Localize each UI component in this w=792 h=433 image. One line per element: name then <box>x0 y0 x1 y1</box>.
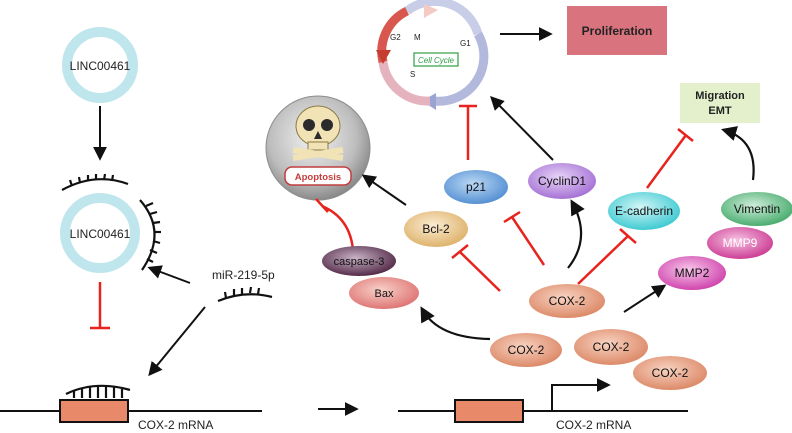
arrow-cox2-to-cyclind1 <box>567 199 585 269</box>
node-cox2-mid: COX-2 <box>574 329 648 365</box>
cox2-right-label: COX-2 <box>652 366 689 380</box>
node-cox2-center: COX-2 <box>529 284 605 318</box>
node-mmp9: MMP9 <box>707 227 773 259</box>
migration-box <box>680 83 760 123</box>
inhibit-lnc-to-mrna <box>90 282 110 330</box>
lnc-bound-label: LINC00461 <box>70 227 131 241</box>
transcription-arrow <box>551 378 611 411</box>
phase-g1: G1 <box>460 39 471 48</box>
cox2-left-label: COX-2 <box>508 343 545 357</box>
caspase3-label: caspase-3 <box>334 256 385 268</box>
node-caspase3: caspase-3 <box>322 246 396 276</box>
apoptosis-skull: Apoptosis <box>265 95 371 201</box>
mmp9-label: MMP9 <box>723 236 758 250</box>
inhibit-cox2-to-ecadherin <box>577 228 637 285</box>
arrow-bcl2-to-apoptosis <box>361 174 407 206</box>
cox2-center-label: COX-2 <box>549 294 586 308</box>
phase-s: S <box>410 70 415 79</box>
proliferation-box <box>567 6 667 55</box>
inhibit-ecadherin-to-emt <box>645 128 694 189</box>
cell-cycle-title: Cell Cycle <box>418 56 455 65</box>
arrow-mirna-to-mrna <box>148 306 206 377</box>
inhibit-caspase-to-apoptosis <box>315 198 355 251</box>
mrna-label-left: COX-2 mRNA <box>138 418 213 432</box>
mrna-box-left <box>59 399 129 423</box>
mrna-label-right: COX-2 mRNA <box>556 418 631 432</box>
node-bcl2: Bcl-2 <box>404 211 468 247</box>
emt-label: EMT <box>708 105 732 117</box>
arrow-cox2-to-mmp2 <box>623 284 667 313</box>
arrow-cyclind1-to-cycle <box>490 96 554 161</box>
arrow-mirna-to-lnc <box>147 265 191 284</box>
lnc-top-label: LINC00461 <box>70 59 131 73</box>
cell-cycle-label-box <box>413 52 459 67</box>
cell-cycle-wheel: M G1 G2 S Cell Cycle <box>376 0 489 110</box>
inhibit-cox2-to-p21 <box>503 210 546 266</box>
node-p21: p21 <box>444 170 508 204</box>
p21-label: p21 <box>466 180 486 194</box>
inhibit-cox2-to-bcl2 <box>451 244 501 292</box>
mirna-on-mrna <box>65 384 131 398</box>
mrna-box-right <box>454 399 524 423</box>
arrow-vimentin-to-emt <box>721 126 755 181</box>
ecadherin-label: E-cadherin <box>615 204 673 218</box>
mirna-bound-strand <box>139 199 161 271</box>
cyclind1-label: CyclinD1 <box>538 174 586 188</box>
apoptosis-label-box <box>284 166 352 186</box>
node-bax: Bax <box>349 277 419 309</box>
proliferation-label: Proliferation <box>582 24 653 38</box>
phase-g2: G2 <box>390 33 401 42</box>
bax-label: Bax <box>375 288 394 300</box>
node-cox2-left: COX-2 <box>490 333 562 367</box>
bcl2-label: Bcl-2 <box>422 222 450 236</box>
lnc-ring-bound: LINC00461 <box>60 193 140 273</box>
mirna-free-strand <box>217 286 273 303</box>
migration-label: Migration <box>695 90 745 102</box>
vimentin-label: Vimentin <box>734 202 780 216</box>
lnc-ring-top: LINC00461 <box>62 27 138 103</box>
mirna-label: miR-219-5p <box>212 268 275 282</box>
node-ecadherin: E-cadherin <box>608 192 680 230</box>
arrow-cox2-to-bax <box>420 306 491 341</box>
node-mmp2: MMP2 <box>658 256 726 290</box>
apoptosis-label: Apoptosis <box>295 172 341 183</box>
inhibit-p21-to-cycle <box>459 104 477 160</box>
cox2-mid-label: COX-2 <box>593 340 630 354</box>
node-vimentin: Vimentin <box>721 192 792 226</box>
node-cox2-right: COX-2 <box>633 356 707 390</box>
phase-m: M <box>414 33 421 42</box>
mmp2-label: MMP2 <box>675 266 710 280</box>
node-cyclind1: CyclinD1 <box>528 163 596 199</box>
mirna-strand-top <box>61 173 129 191</box>
